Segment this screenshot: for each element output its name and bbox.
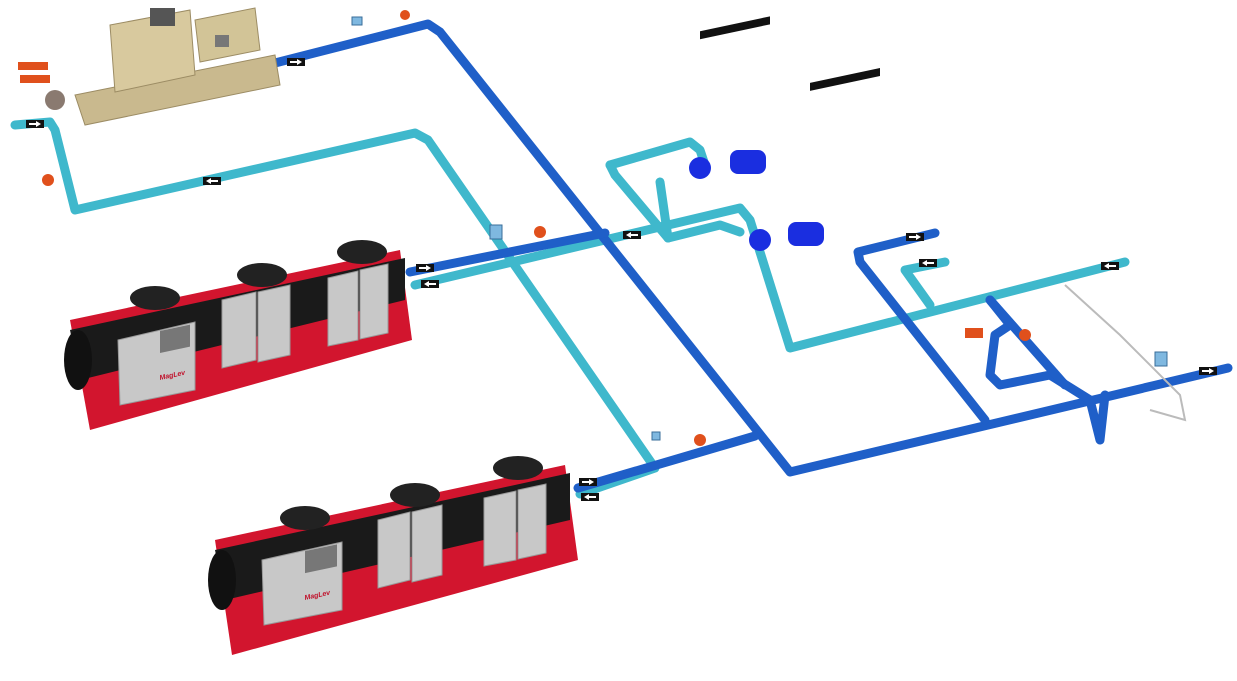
return-pipe-legacy bbox=[10, 117, 660, 499]
flow-meters bbox=[351, 16, 1168, 441]
flow-arrow-icon bbox=[416, 264, 434, 272]
supply-pipe-chiller1 bbox=[405, 228, 610, 277]
supply-pipe-main bbox=[270, 19, 1233, 477]
maglev-chiller-2: MagLev bbox=[208, 456, 578, 655]
flow-arrow-icon bbox=[906, 233, 924, 241]
bypass-line bbox=[1064, 284, 1187, 422]
supply-pipe-loop bbox=[985, 295, 1110, 445]
supply-pipe-chiller2 bbox=[573, 431, 760, 493]
flow-arrow-icon bbox=[26, 120, 44, 128]
flow-arrow-icon bbox=[203, 177, 221, 185]
return-pipe-branch bbox=[655, 177, 673, 243]
return-pipe-pump1 bbox=[605, 137, 710, 170]
flow-arrow-icon bbox=[919, 259, 937, 267]
flow-arrow-icon bbox=[581, 493, 599, 501]
pump-1 bbox=[689, 16, 770, 179]
flow-arrow-icon bbox=[1101, 262, 1119, 270]
maglev-chiller-1: MagLev bbox=[64, 240, 412, 430]
supply-pipes bbox=[270, 19, 1233, 493]
valves bbox=[42, 10, 1031, 446]
flow-arrow-icon bbox=[287, 58, 305, 66]
flow-arrow-icon bbox=[1199, 367, 1217, 375]
supply-pipe-right bbox=[853, 228, 990, 425]
legacy-chiller bbox=[18, 7, 281, 126]
flow-arrow-icon bbox=[623, 231, 641, 239]
supply-pipe-loop2 bbox=[985, 295, 1070, 390]
pump-2 bbox=[749, 67, 880, 251]
return-pipe-top-right bbox=[900, 257, 950, 310]
flow-arrow-icon bbox=[579, 478, 597, 486]
flow-arrow-icon bbox=[421, 280, 439, 288]
valve-cluster-icon bbox=[18, 62, 65, 110]
